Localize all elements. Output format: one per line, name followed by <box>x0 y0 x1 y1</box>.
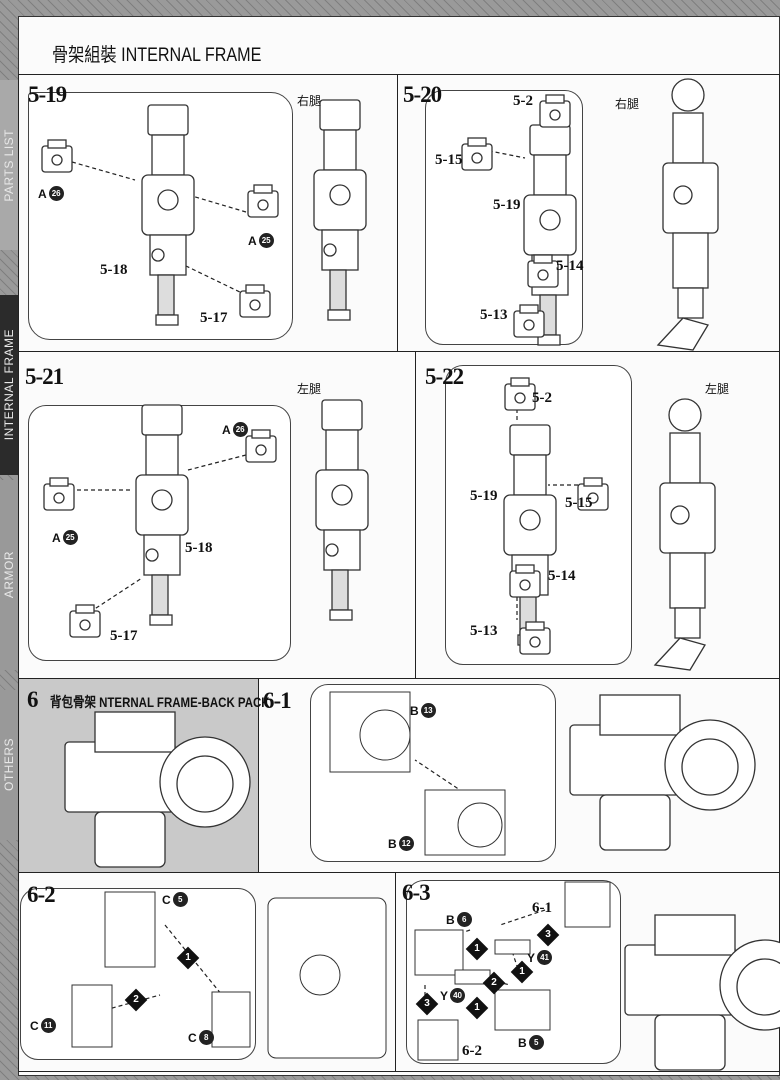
order-marker: 3 <box>415 992 439 1016</box>
order-marker: 1 <box>465 937 489 961</box>
step-number: 6-1 <box>263 688 292 713</box>
step-number: 6-2 <box>27 882 56 907</box>
ref-label: 5-14 <box>548 568 576 584</box>
order-marker: 1 <box>465 996 489 1020</box>
tab-others[interactable]: OTHERS <box>0 690 18 840</box>
ref-label: 5-13 <box>470 623 498 639</box>
order-marker: 3 <box>536 923 560 947</box>
step-number: 5-22 <box>425 364 464 389</box>
order-marker: 2 <box>124 988 148 1012</box>
callout-bubble <box>20 888 256 1060</box>
tab-parts-list[interactable]: PARTS LIST <box>0 80 18 250</box>
ref-label: 5-19 <box>493 197 521 213</box>
side-label: 左腿 <box>705 382 730 396</box>
ref-label: 6-1 <box>532 900 552 916</box>
tab-label: PARTS LIST <box>2 128 16 202</box>
tab-label: INTERNAL FRAME <box>2 329 16 441</box>
step-number: 5-19 <box>28 82 67 107</box>
callout-bubble <box>445 365 632 665</box>
tab-armor[interactable]: ARMOR <box>0 480 18 670</box>
order-marker: 1 <box>176 946 200 970</box>
callout-bubble <box>28 92 293 340</box>
section-title: 背包骨架 NTERNAL FRAME-BACK PACK <box>50 694 270 710</box>
page-title: 骨架組裝 INTERNAL FRAME <box>52 45 262 66</box>
ref-label: 5-2 <box>532 390 552 406</box>
ref-label: 5-13 <box>480 307 508 323</box>
ref-label: 5-15 <box>435 152 463 168</box>
step-number: 5-20 <box>403 82 442 107</box>
order-marker: 2 <box>482 971 506 995</box>
ref-label: 5-2 <box>513 93 533 109</box>
order-marker: 1 <box>510 960 534 984</box>
ref-label: 6-2 <box>462 1043 482 1059</box>
ref-label: 5-18 <box>100 262 128 278</box>
tab-internal-frame[interactable]: INTERNAL FRAME <box>0 295 18 475</box>
step-number: 6-3 <box>402 880 431 905</box>
step-number: 5-21 <box>25 364 64 389</box>
ref-label: 5-17 <box>110 628 138 644</box>
ref-label: 5-14 <box>556 258 584 274</box>
ref-label: 5-17 <box>200 310 228 326</box>
ref-label: 5-15 <box>565 495 593 511</box>
side-label: 右腿 <box>297 94 322 108</box>
tab-label: OTHERS <box>2 738 16 792</box>
tab-label: ARMOR <box>2 551 16 599</box>
ref-label: 5-19 <box>470 488 498 504</box>
section-number: 6 <box>27 687 38 712</box>
side-label: 左腿 <box>297 382 322 396</box>
ref-label: 5-18 <box>185 540 213 556</box>
side-label: 右腿 <box>615 97 640 111</box>
